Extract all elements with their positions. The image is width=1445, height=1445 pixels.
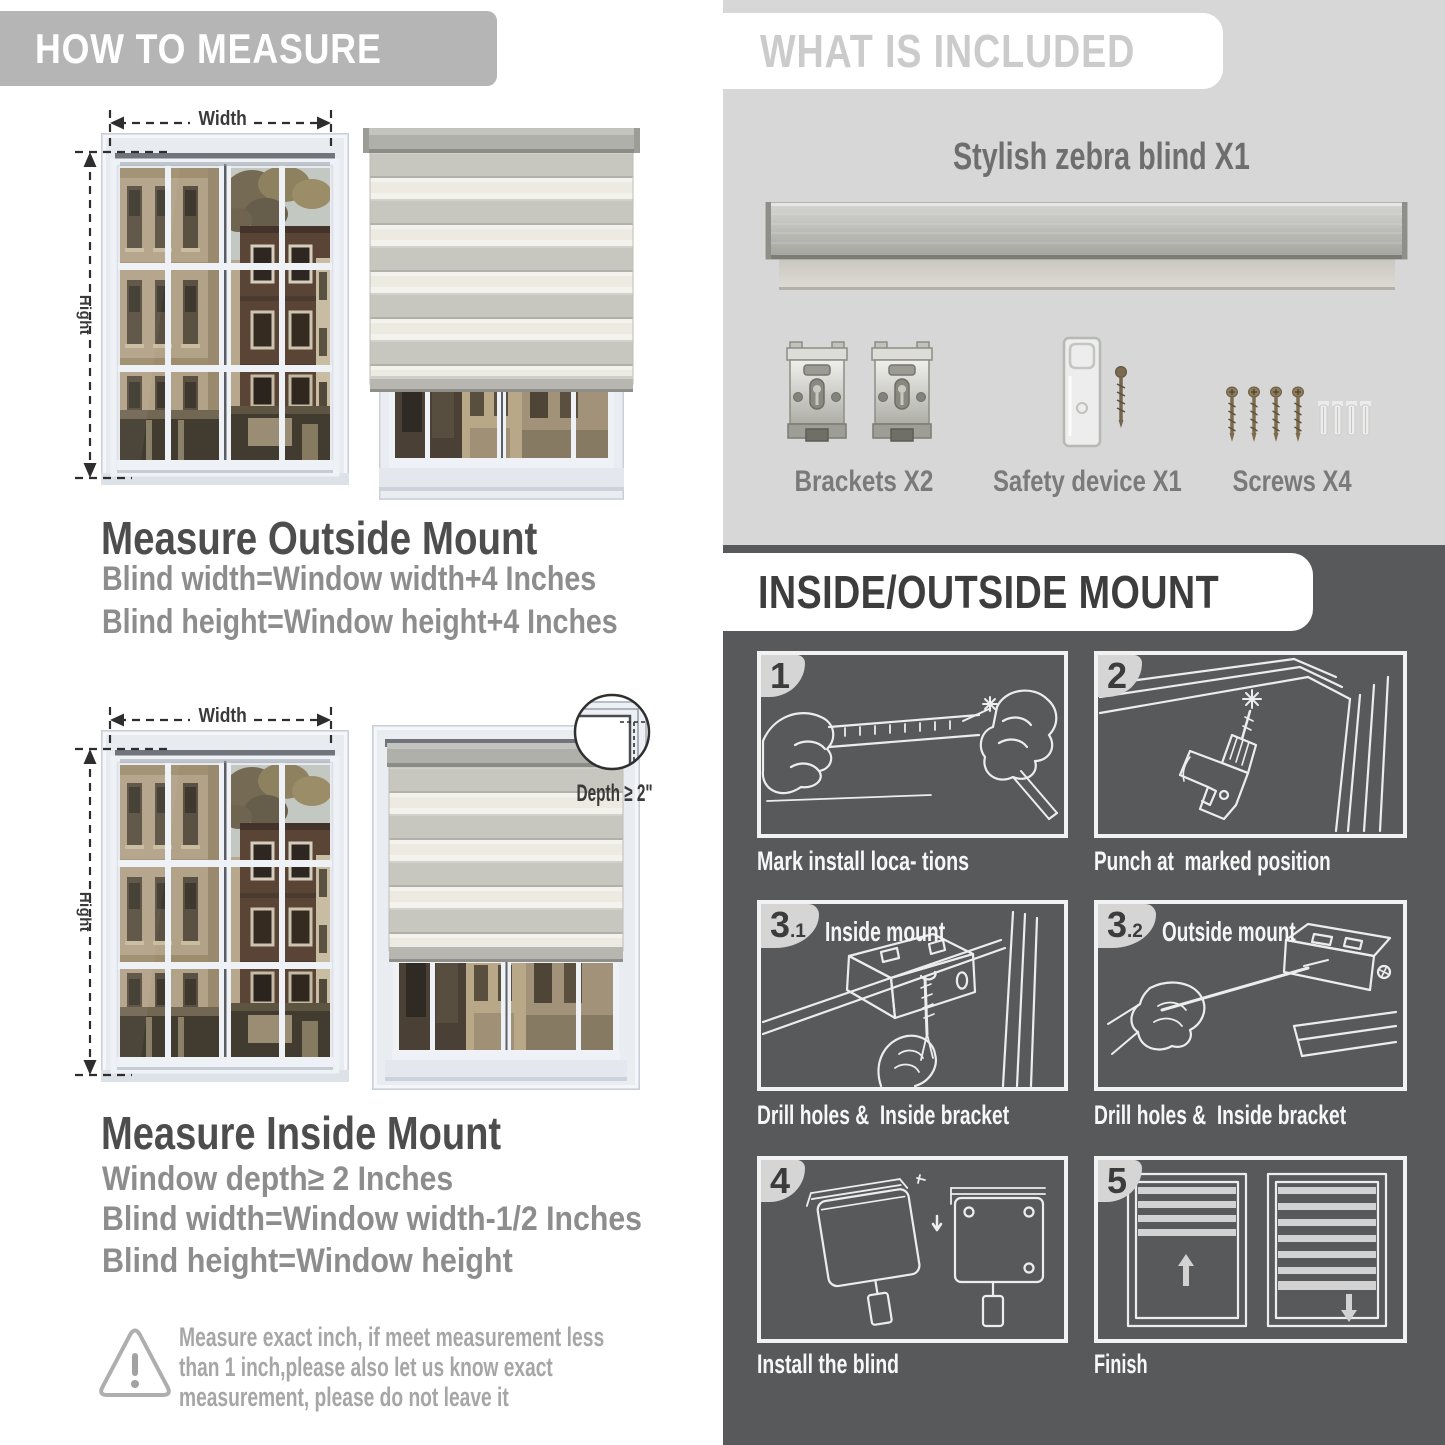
step-3-2-caption: Drill holes & Inside bracket xyxy=(1094,1100,1445,1131)
step-3-2-title: Outside mount xyxy=(1162,916,1360,948)
step-4-number: 4 xyxy=(770,1160,791,1201)
blind-item-title-text: Stylish zebra blind X1 xyxy=(952,136,1250,178)
step-4-badge: 4 xyxy=(761,1160,805,1202)
step-1-badge: 1 xyxy=(761,655,805,697)
inside-rule-depth: Window depth≥ 2 Inches xyxy=(102,1160,498,1199)
step-3-2-illustration xyxy=(1107,922,1398,1058)
step-3-1-box: 3.1 Inside mount xyxy=(757,900,1068,1091)
measure-note-line1: Measure exact inch, if meet measurement … xyxy=(179,1322,605,1352)
step-1-illustration xyxy=(761,689,1059,821)
step-1-number: 1 xyxy=(770,655,791,696)
step-3-2-badge: 3.2 xyxy=(1098,904,1156,948)
how-to-measure-title: HOW TO MEASURE xyxy=(35,24,382,72)
step-5-caption-text: Finish xyxy=(1094,1349,1148,1379)
step-5-illustration xyxy=(1126,1172,1388,1328)
step-3-1-caption: Drill holes & Inside bracket xyxy=(757,1100,1111,1131)
brackets-image xyxy=(786,341,934,443)
mount-title: INSIDE/OUTSIDE MOUNT xyxy=(758,566,1220,618)
step-2-illustration xyxy=(1098,657,1390,833)
outside-hight-measure: Hight xyxy=(75,293,93,336)
outside-mount-blind-photo xyxy=(363,128,640,500)
step-3-2-subnumber: .2 xyxy=(1127,921,1143,942)
outside-mount-heading-text: Measure Outside Mount xyxy=(101,512,538,564)
step-1-caption-text: Mark install loca- tions xyxy=(757,846,970,876)
step-4-caption-text: Install the blind xyxy=(757,1349,900,1379)
what-is-included-title: WHAT IS INCLUDED xyxy=(760,25,1136,77)
step-4-box: 4 xyxy=(757,1156,1068,1343)
outside-rule-width-text: Blind width=Window width+4 Inches xyxy=(102,560,597,598)
inside-width-label: Width xyxy=(198,705,248,727)
step-3-1-subnumber: .1 xyxy=(790,921,806,942)
depth-measure: Depth ≥ 2" xyxy=(545,780,685,808)
inside-mount-heading-text: Measure Inside Mount xyxy=(101,1107,502,1159)
step-3-1-illustration xyxy=(761,910,1039,1087)
how-to-measure-banner: HOW TO MEASURE xyxy=(0,11,497,86)
inside-rule-width-text: Blind width=Window width-1/2 Inches xyxy=(102,1200,642,1238)
step-3-2-title-text: Outside mount xyxy=(1162,916,1296,947)
inside-rule-height: Blind height=Window height xyxy=(102,1242,560,1281)
outside-width-measure: Width xyxy=(168,108,278,131)
measure-note-line2: than 1 inch,please also let us know exac… xyxy=(179,1352,553,1382)
inside-rule-width: Blind width=Window width-1/2 Inches xyxy=(102,1200,709,1239)
inside-mount-heading: Measure Inside Mount xyxy=(101,1106,584,1160)
step-2-box: 2 xyxy=(1094,651,1407,838)
step-2-caption-text: Punch at marked position xyxy=(1094,846,1331,876)
measure-note-line3: measurement, please do not leave it xyxy=(179,1382,509,1412)
outside-rule-height: Blind height=Window height+4 Inches xyxy=(102,603,716,642)
step-3-1-title: Inside mount xyxy=(825,916,999,948)
safety-device-image xyxy=(1062,336,1127,448)
step-2-caption: Punch at marked position xyxy=(1094,846,1432,877)
measure-note: Measure exact inch, if meet measurement … xyxy=(179,1322,773,1412)
outside-rule-height-text: Blind height=Window height+4 Inches xyxy=(102,603,618,641)
step-3-1-number: 3 xyxy=(770,904,791,945)
outside-hight-label: Hight xyxy=(76,294,93,336)
brackets-item: Brackets X2 xyxy=(778,465,938,499)
step-5-caption: Finish xyxy=(1094,1349,1174,1380)
step-3-2-box: 3.2 Outside mount xyxy=(1094,900,1407,1091)
step-5-number: 5 xyxy=(1107,1160,1128,1201)
safety-device-item: Safety device X1 xyxy=(962,465,1212,499)
step-2-number: 2 xyxy=(1107,655,1128,696)
inside-mount-blind-photo xyxy=(372,725,640,1090)
inside-rule-height-text: Blind height=Window height xyxy=(102,1242,513,1280)
screws-label: Screws X4 xyxy=(1232,465,1352,498)
step-3-1-caption-text: Drill holes & Inside bracket xyxy=(757,1100,1010,1130)
warning-triangle-icon xyxy=(99,1328,171,1397)
depth-detail-circle xyxy=(573,693,651,771)
step-3-1-title-text: Inside mount xyxy=(825,916,946,947)
screws-image xyxy=(1226,385,1372,444)
brackets-label: Brackets X2 xyxy=(794,465,934,498)
what-is-included-banner: WHAT IS INCLUDED xyxy=(723,13,1223,89)
zebra-blind-headrail-image xyxy=(765,202,1408,290)
step-5-box: 5 xyxy=(1094,1156,1407,1343)
mount-banner: INSIDE/OUTSIDE MOUNT xyxy=(723,553,1313,631)
step-3-2-caption-text: Drill holes & Inside bracket xyxy=(1094,1100,1347,1130)
outside-mount-measure-arrows xyxy=(75,110,333,480)
inside-width-measure: Width xyxy=(168,705,278,728)
inside-mount-measure-arrows xyxy=(75,707,333,1077)
step-1-box: 1 xyxy=(757,651,1068,838)
inside-hight-measure: Hight xyxy=(75,890,93,933)
blind-item-title: Stylish zebra blind X1 xyxy=(905,136,1265,179)
screws-item: Screws X4 xyxy=(1212,465,1372,499)
safety-device-label: Safety device X1 xyxy=(992,465,1182,498)
step-4-caption: Install the blind xyxy=(757,1349,955,1380)
inside-hight-label: Hight xyxy=(76,891,93,933)
step-3-2-number: 3 xyxy=(1107,904,1128,945)
inside-rule-depth-text: Window depth≥ 2 Inches xyxy=(102,1160,454,1198)
depth-label: Depth ≥ 2" xyxy=(576,780,654,807)
outside-rule-width: Blind width=Window width+4 Inches xyxy=(102,560,689,599)
step-1-caption: Mark install loca- tions xyxy=(757,846,1048,877)
step-4-illustration xyxy=(805,1174,1046,1328)
outside-width-label: Width xyxy=(198,108,248,130)
outside-mount-heading: Measure Outside Mount xyxy=(101,511,622,565)
